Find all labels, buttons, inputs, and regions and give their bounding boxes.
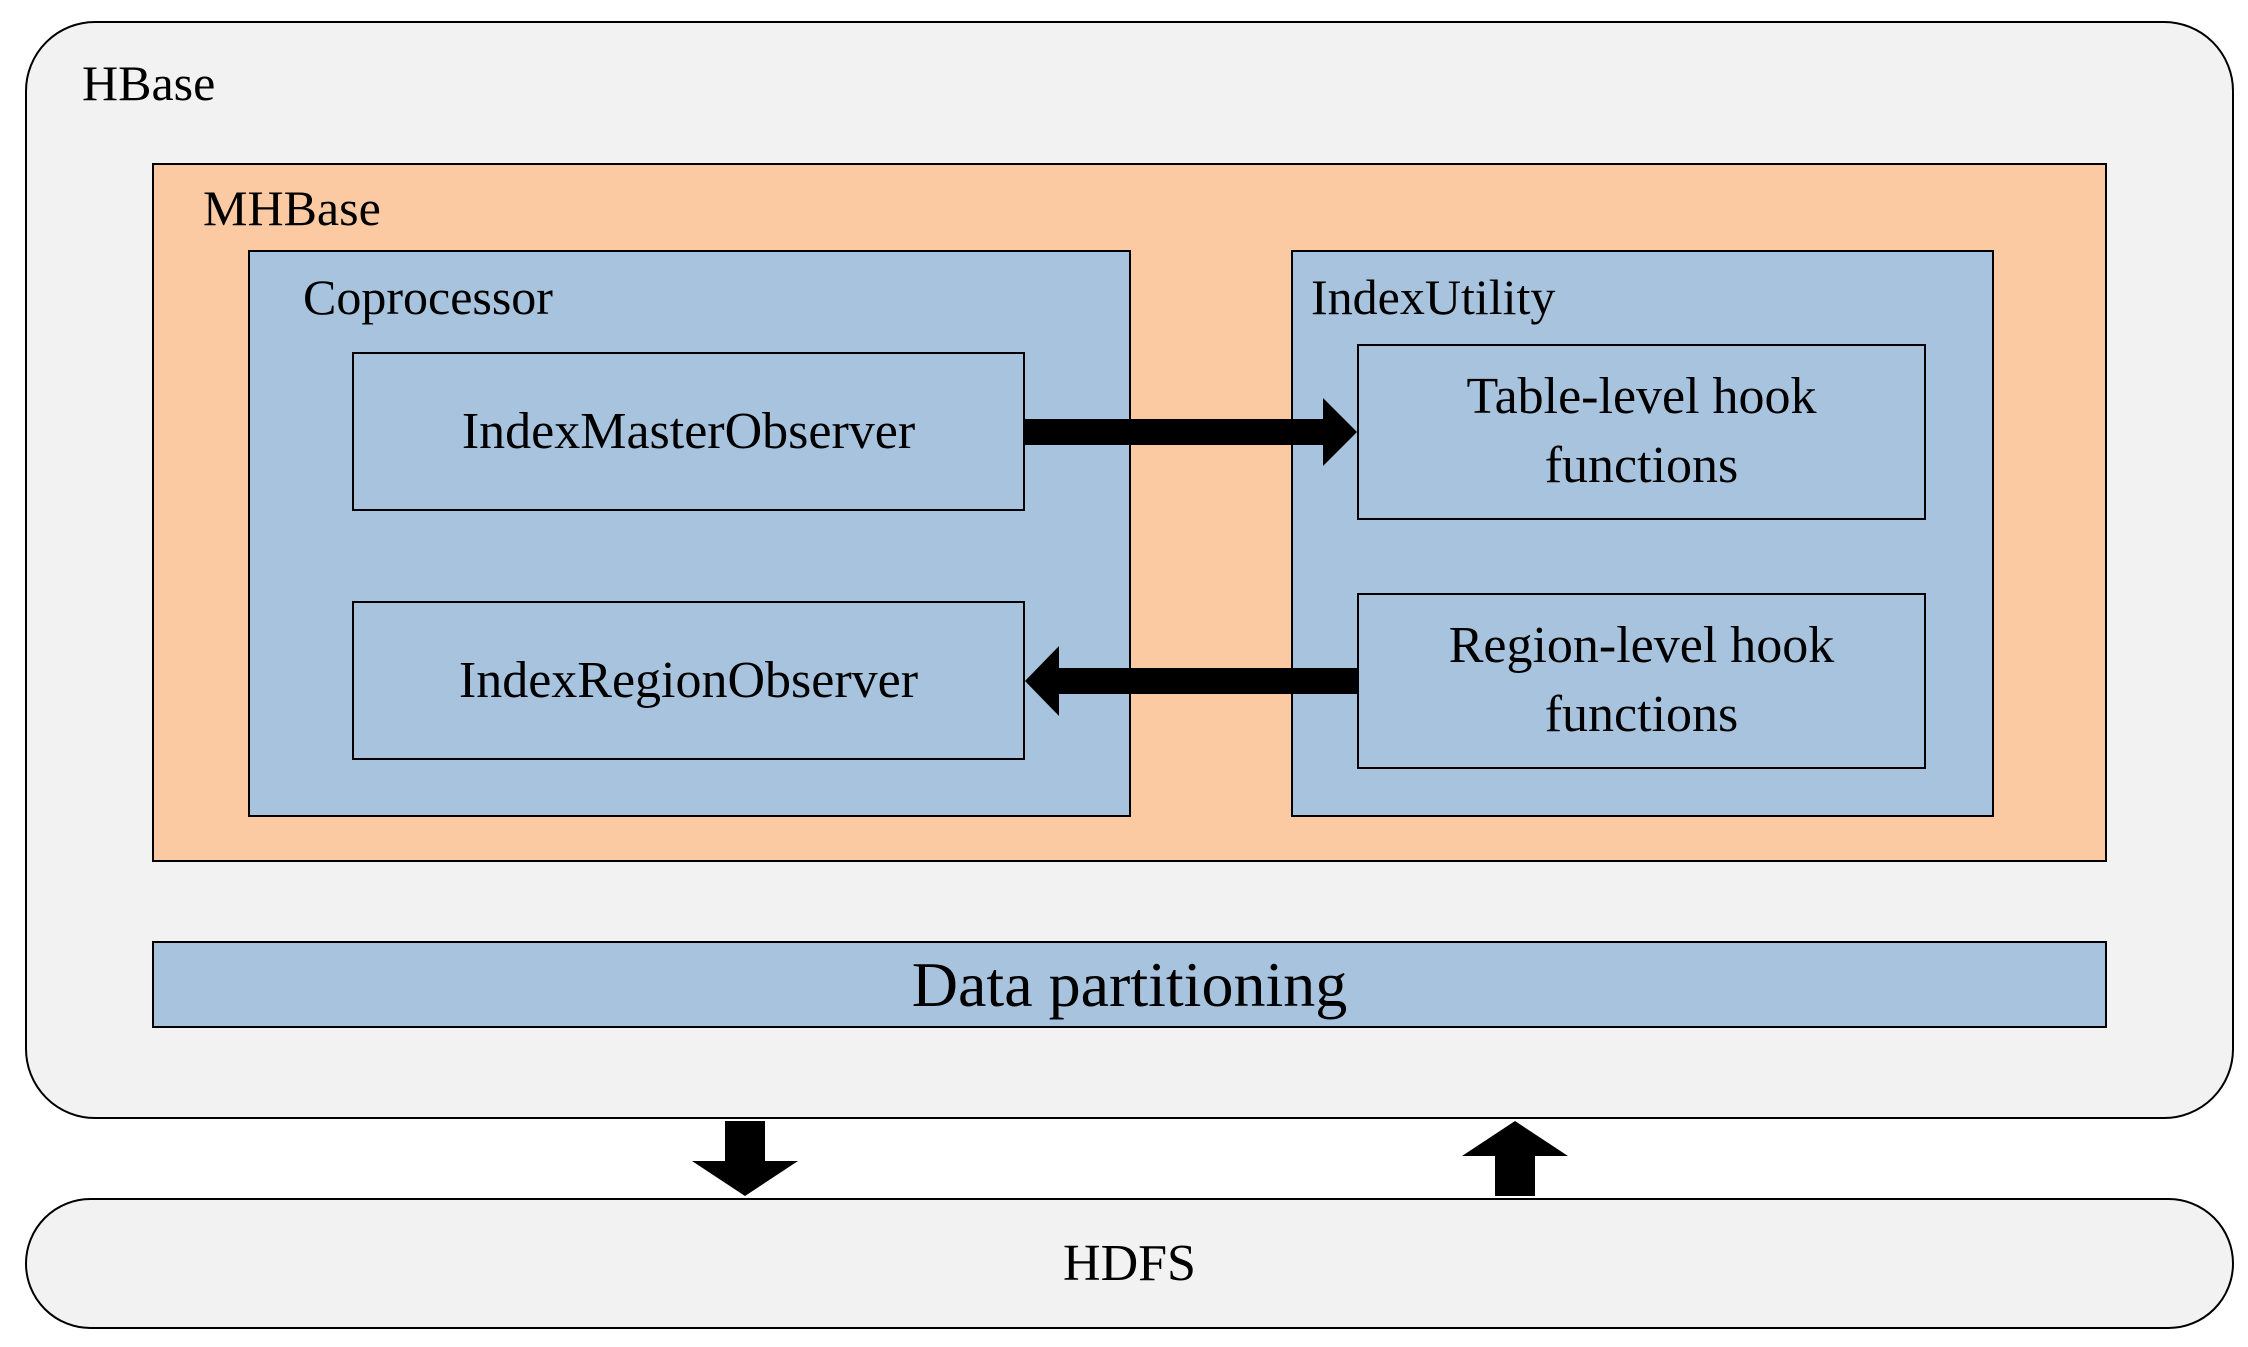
table-level-hooks-label: Table-level hook functions [1466,368,1817,494]
index-master-observer-box: IndexMasterObserver [352,352,1025,511]
data-partitioning-bar: Data partitioning [152,941,2107,1028]
mhbase-label: MHBase [203,180,381,236]
index-region-observer-label: IndexRegionObserver [458,652,919,709]
up-arrow-to-hbase [1462,1121,1568,1196]
hdfs-label: HDFS [1063,1235,1196,1292]
down-arrow-to-hdfs [692,1121,798,1196]
coprocessor-label: Coprocessor [303,269,553,325]
data-partitioning-label: Data partitioning [911,948,1348,1020]
index-master-observer-label: IndexMasterObserver [461,403,916,460]
index-region-observer-box: IndexRegionObserver [352,601,1025,760]
region-level-hooks-label: Region-level hook functions [1448,617,1835,743]
table-level-hooks-box: Table-level hook functions [1357,344,1926,520]
hbase-label: HBase [82,55,216,111]
index-utility-label: IndexUtility [1311,269,1556,325]
region-level-hooks-box: Region-level hook functions [1357,593,1926,769]
master-to-table-hooks-arrow [1025,398,1357,466]
region-hooks-to-region-observer-arrow [1025,646,1357,716]
hdfs-container: HDFS [25,1198,2234,1329]
